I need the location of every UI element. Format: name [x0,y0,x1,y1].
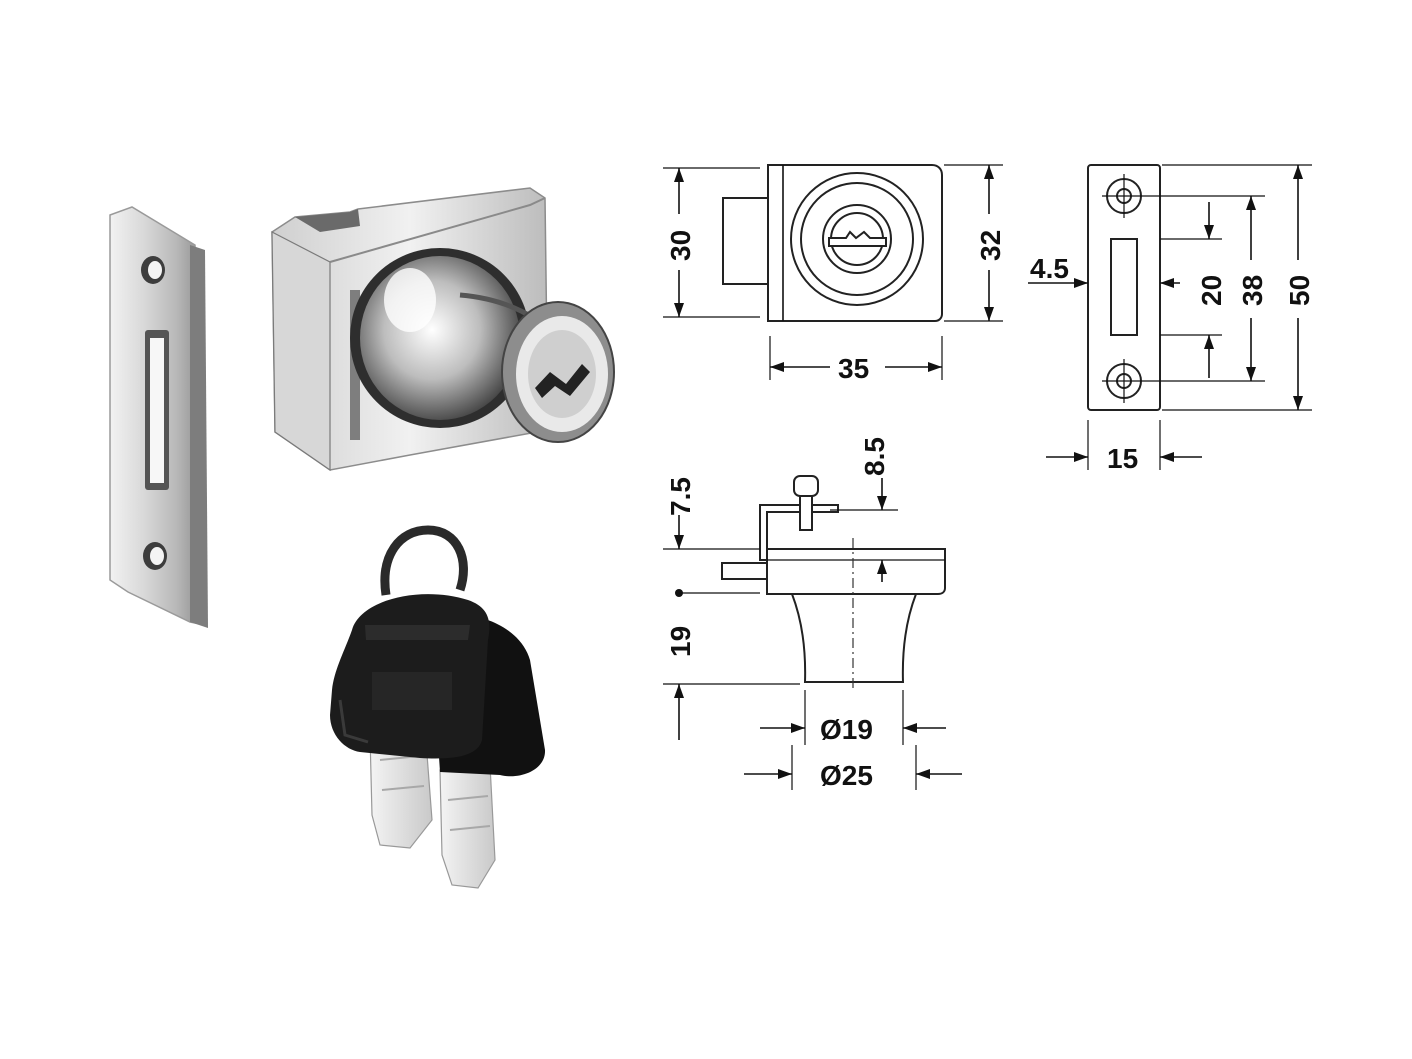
keys-photo [330,525,546,889]
svg-text:15: 15 [1107,443,1138,474]
dimension-lock-height: 30 [663,167,760,318]
strike-plate-slot [145,330,169,490]
svg-text:Ø25: Ø25 [820,760,873,791]
strike-plate-top-hole [141,256,165,284]
dimension-offset-top: 7.5 [663,477,760,597]
side-bolt [721,562,771,580]
dimension-knob-inner-diameter: Ø19 [760,690,946,745]
key-blade-right [439,764,496,889]
dimension-slot-length: 20 [1160,202,1227,378]
dimension-slot-offset: 4.5 [1028,253,1180,288]
plate-slot [1110,238,1138,336]
front-view-drawing: 30 32 35 [663,164,1006,384]
svg-text:7.5: 7.5 [665,477,696,516]
svg-text:4.5: 4.5 [1030,253,1069,284]
svg-text:19: 19 [665,626,696,657]
strike-plate-photo [109,206,208,628]
svg-text:30: 30 [665,230,696,261]
dimension-plate-width: 15 [1046,420,1202,474]
key-head-front [330,594,490,759]
dimension-plate-length: 50 [1162,164,1315,411]
svg-text:35: 35 [838,353,869,384]
svg-text:38: 38 [1237,275,1268,306]
dimension-knob-height: 19 [663,626,800,740]
side-body [766,548,946,595]
dimension-knob-outer-diameter: Ø25 [744,745,962,791]
bolt-outline [722,197,770,285]
svg-text:32: 32 [975,230,1006,261]
svg-text:50: 50 [1284,275,1315,306]
side-knob [790,593,918,683]
dimension-clamp-height: 8.5 [830,437,898,582]
plate-bottom-screw-hole [1102,359,1146,403]
side-view-drawing: 8.5 7.5 19 Ø19 [663,437,962,791]
clamp-screw [759,475,839,561]
strike-plate-drawing: 4.5 20 38 [1028,164,1315,474]
lock-cylinder [501,301,615,443]
lock-body-photo [271,187,615,472]
plate-top-screw-hole [1102,174,1146,218]
dimension-lock-outer-height: 32 [944,164,1006,322]
dimension-hole-spacing: 38 [1146,195,1268,382]
svg-text:8.5: 8.5 [859,437,890,476]
svg-text:Ø19: Ø19 [820,714,873,745]
svg-text:20: 20 [1196,275,1227,306]
dimension-lock-width: 35 [769,336,943,384]
strike-plate-bottom-hole [143,542,167,570]
cylinder-face [790,172,924,306]
